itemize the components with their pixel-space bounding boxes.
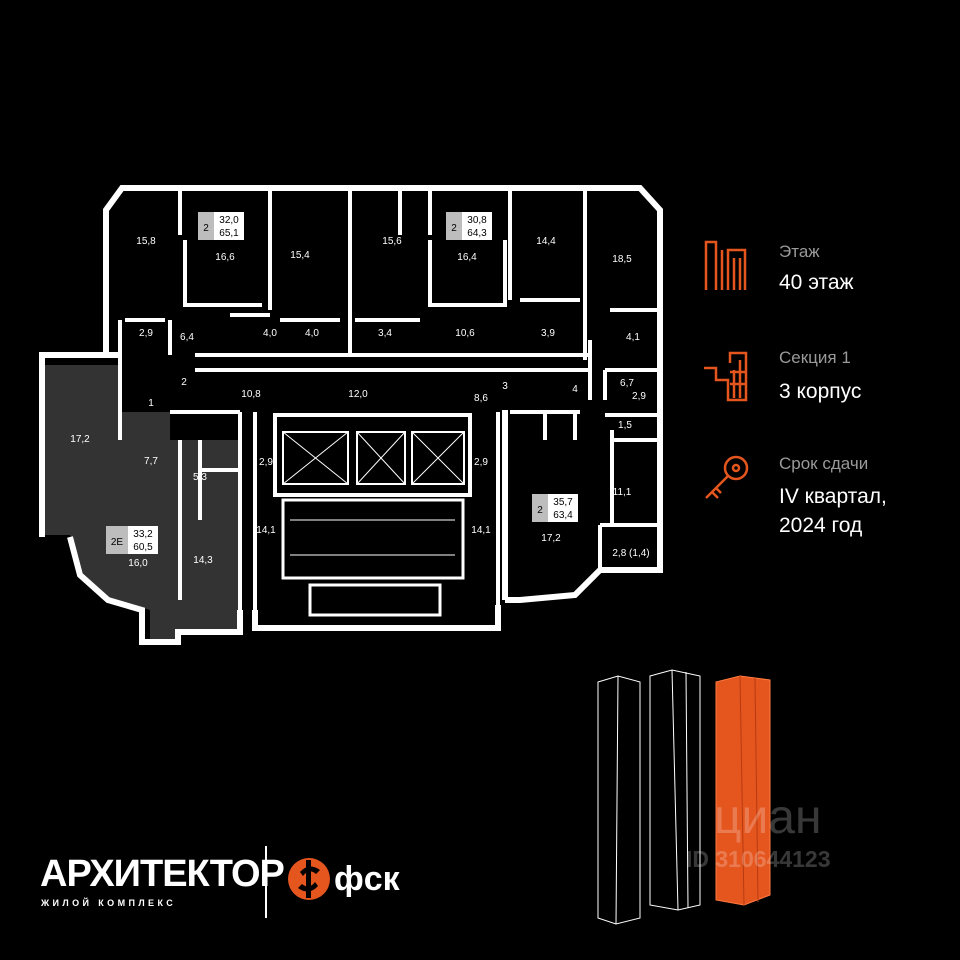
room-area: 14,4 xyxy=(536,236,556,247)
room-area: 6,4 xyxy=(180,332,194,343)
room-area: 7,7 xyxy=(144,456,158,467)
project-subtitle: ЖИЛОЙ КОМПЛЕКС xyxy=(41,898,177,908)
apartment-label-selected[interactable]: 2Е 33,2 60,5 xyxy=(106,526,158,554)
room-area: 11,1 xyxy=(613,487,632,498)
room-area: 15,4 xyxy=(290,250,310,261)
selected-apartment-area[interactable] xyxy=(42,365,240,640)
room-area: 16,4 xyxy=(457,252,477,263)
key-icon xyxy=(705,455,749,499)
room-labels: 15,8 16,6 15,4 15,6 16,4 14,4 18,5 2,9 6… xyxy=(70,236,649,569)
room-area: 4 xyxy=(572,384,578,395)
fsk-logo-icon xyxy=(288,858,330,900)
room-area: 15,8 xyxy=(136,236,156,247)
room-area: 5,3 xyxy=(193,472,207,483)
building-core xyxy=(273,413,472,617)
room-area: 18,5 xyxy=(612,254,632,265)
section-icon xyxy=(704,351,748,402)
apartment-rooms: 2 xyxy=(451,223,457,234)
room-area: 4,1 xyxy=(626,332,640,343)
room-area: 4,0 xyxy=(263,328,277,339)
watermark-brand: циан xyxy=(714,791,822,844)
room-area: 3 xyxy=(502,381,508,392)
room-area: 1,5 xyxy=(618,420,632,431)
room-area: 16,0 xyxy=(128,558,148,569)
developer-logo: фск xyxy=(334,860,400,898)
room-area: 17,2 xyxy=(541,533,561,544)
floor-label: Этаж xyxy=(779,242,820,261)
room-area: 8,6 xyxy=(474,393,488,404)
room-area: 16,6 xyxy=(215,252,235,263)
room-area: 2,9 xyxy=(259,457,273,468)
room-area: 15,6 xyxy=(382,236,402,247)
section-value: 3 корпус xyxy=(779,380,862,403)
room-area: 12,0 xyxy=(348,389,368,400)
deadline-label: Срок сдачи xyxy=(779,454,869,473)
apartment-label[interactable]: 2 35,7 63,4 xyxy=(532,494,578,522)
room-area: 2,9 xyxy=(139,328,153,339)
apartment-living-area: 30,8 xyxy=(467,215,487,226)
apartment-living-area: 32,0 xyxy=(219,215,239,226)
floor-value: 40 этаж xyxy=(779,271,854,294)
room-area: 2,8 (1,4) xyxy=(612,548,649,559)
watermark-id: ID 310644123 xyxy=(686,846,831,872)
apartment-rooms: 2Е xyxy=(111,537,124,548)
section-label: Секция 1 xyxy=(779,348,851,367)
room-area: 4,0 xyxy=(305,328,319,339)
room-area: 17,2 xyxy=(70,434,90,445)
apartment-total-area: 65,1 xyxy=(219,228,239,239)
apartment-total-area: 60,5 xyxy=(133,542,153,553)
apartment-living-area: 33,2 xyxy=(133,529,153,540)
apartment-rooms: 2 xyxy=(537,505,543,516)
room-area: 10,8 xyxy=(241,389,261,400)
room-area: 14,3 xyxy=(193,555,213,566)
room-area: 14,1 xyxy=(256,525,276,536)
room-area: 2,9 xyxy=(474,457,488,468)
deadline-value-line1: IV квартал, xyxy=(779,485,887,508)
apartment-living-area: 35,7 xyxy=(553,497,573,508)
deadline-value-line2: 2024 год xyxy=(779,514,863,537)
room-area: 3,9 xyxy=(541,328,555,339)
room-area: 14,1 xyxy=(471,525,491,536)
room-area: 6,7 xyxy=(620,378,634,389)
interior-walls xyxy=(118,190,660,610)
apartment-rooms: 2 xyxy=(203,223,209,234)
room-area: 10,6 xyxy=(455,328,475,339)
room-area: 2 xyxy=(181,377,187,388)
apartment-total-area: 64,3 xyxy=(467,228,487,239)
room-area: 1 xyxy=(148,398,154,409)
project-logo: АРХИТЕКТОР xyxy=(40,853,285,895)
outer-walls xyxy=(39,185,663,645)
room-area: 3,4 xyxy=(378,328,392,339)
room-area: 2,9 xyxy=(632,391,646,402)
building-thumbnail xyxy=(597,669,771,925)
apartment-label[interactable]: 2 32,0 65,1 xyxy=(198,212,244,240)
apartment-label[interactable]: 2 30,8 64,3 xyxy=(446,212,492,240)
floor-icon xyxy=(704,240,747,290)
apartment-total-area: 63,4 xyxy=(553,510,573,521)
